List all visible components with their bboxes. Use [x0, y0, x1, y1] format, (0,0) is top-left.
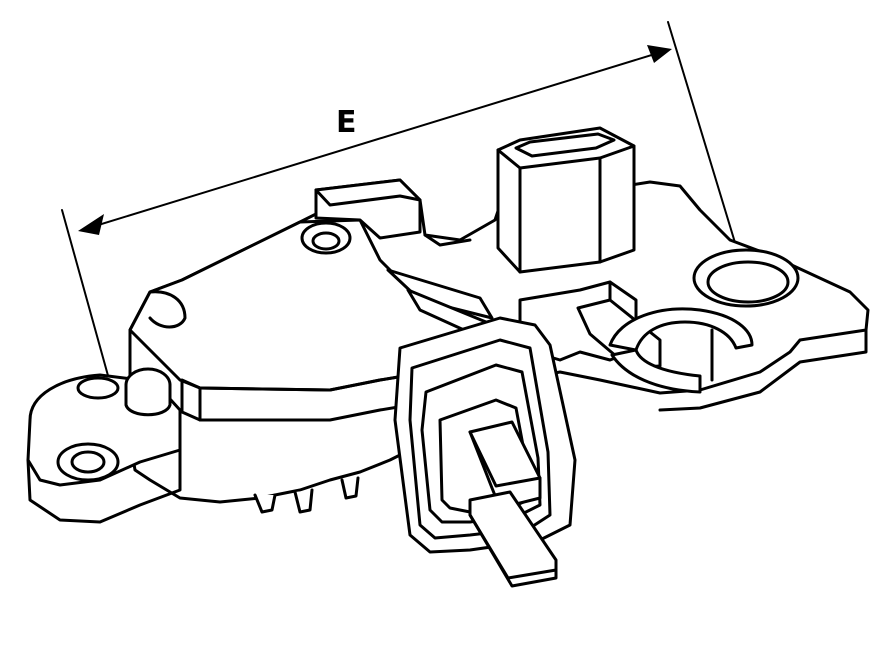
arrowhead-left [78, 214, 104, 235]
blade-lower-edge [468, 513, 558, 580]
terminal-pin-3 [340, 476, 360, 500]
mounting-hole-right-inner [706, 260, 790, 304]
socket-top-edge [496, 144, 636, 170]
base-plate-notch [423, 233, 472, 247]
terminal-pins [253, 476, 360, 514]
base-plate-edge-right [658, 328, 868, 412]
c-ring [608, 307, 754, 394]
mounting-ear-left [26, 367, 182, 524]
mounting-ear-right [692, 248, 800, 308]
terminal-pin-1 [253, 493, 277, 514]
blade-upper-edge [468, 430, 542, 488]
c-ring-top [608, 307, 754, 352]
housing-boss-hole [311, 231, 341, 251]
housing-curve [148, 290, 187, 329]
terminal-pin-2 [293, 488, 314, 514]
left-ear-hole-inner [70, 450, 106, 474]
extension-line-left [61, 209, 113, 391]
square-socket [496, 126, 636, 274]
connector-lug [314, 178, 422, 240]
connector-lug-edge [314, 188, 422, 207]
left-ear-pin-side [124, 383, 172, 417]
terminal-blades [468, 420, 558, 588]
dimension-label: E [336, 105, 357, 140]
left-ear-hole-outer [56, 442, 120, 482]
left-ear-side [26, 448, 182, 524]
dimension-line [81, 49, 669, 231]
c-ring-bottom [610, 348, 702, 394]
left-ear-hole-top [76, 376, 120, 400]
blade-upper [468, 420, 542, 510]
mounting-hole-right-outer [692, 248, 800, 308]
connector-lug-body [314, 178, 422, 240]
arrowhead-right [647, 45, 672, 63]
socket-opening [514, 132, 616, 158]
